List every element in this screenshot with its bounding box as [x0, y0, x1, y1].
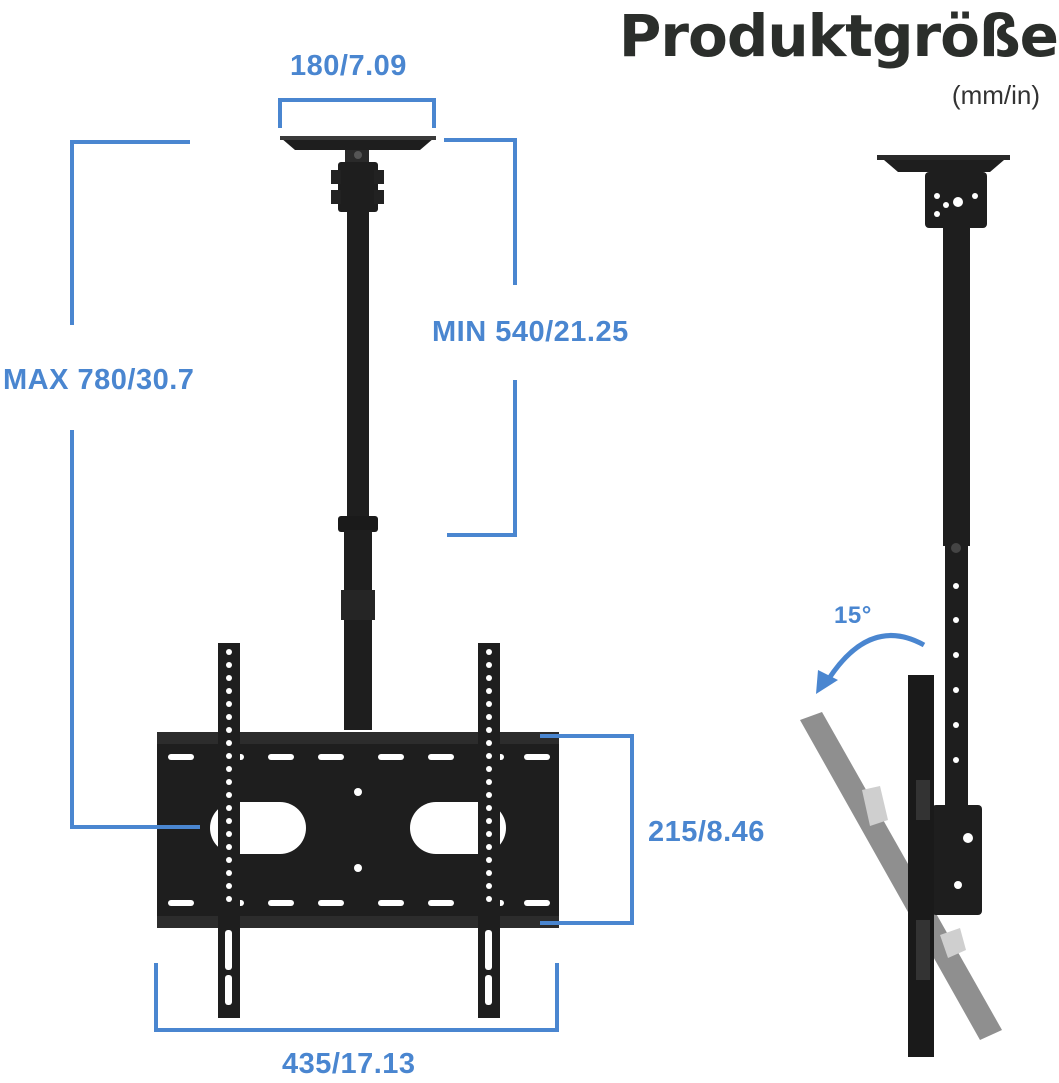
- label-top-plate-width: 180/7.09: [290, 50, 407, 82]
- front-view-mount: [157, 136, 559, 1018]
- dimension-lines: [70, 98, 634, 1032]
- label-min-height: MIN 540/21.25: [432, 316, 629, 348]
- label-bracket-width: 435/17.13: [282, 1048, 416, 1080]
- page-title: Produktgröße: [618, 2, 1059, 70]
- label-bracket-height: 215/8.46: [648, 816, 765, 848]
- side-view-mount: [800, 155, 1010, 1057]
- units-note: (mm/in): [951, 80, 1040, 110]
- tilt-arrow-head: [816, 670, 838, 694]
- tilt-arrow: [825, 633, 926, 682]
- label-tilt-angle: 15°: [834, 602, 872, 629]
- label-max-height: MAX 780/30.7: [3, 364, 195, 396]
